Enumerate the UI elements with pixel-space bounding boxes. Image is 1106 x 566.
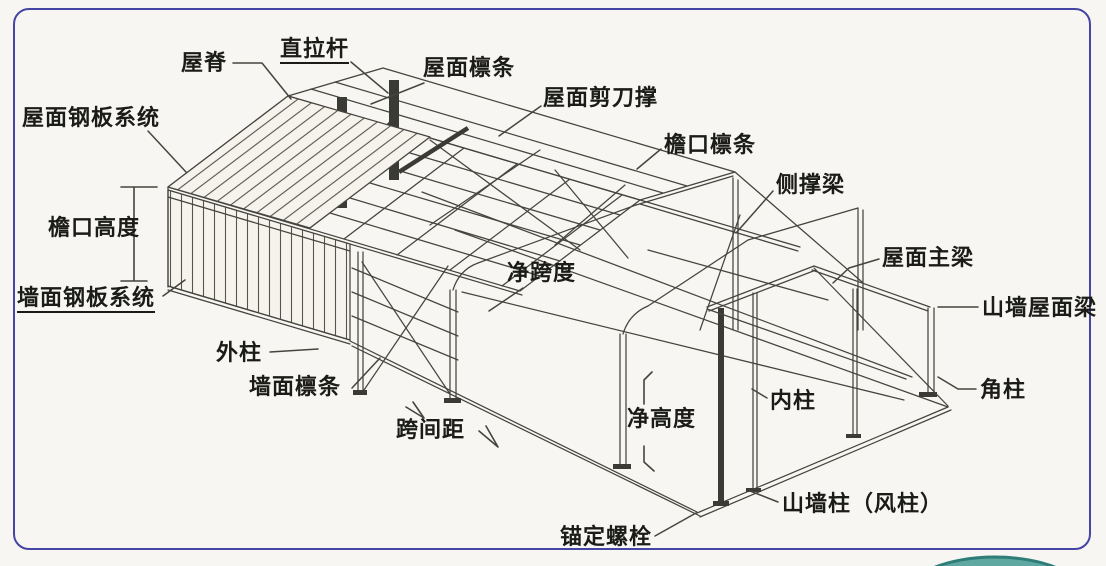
teal-ellipse-decoration: [933, 555, 1057, 566]
label-eave-height: 檐口高度: [48, 215, 141, 240]
wall-frame: [351, 251, 459, 395]
wall-cladding: [167, 186, 351, 341]
label-straight-tie-rod: 直拉杆: [280, 36, 350, 65]
label-gable-wind-column: 山墙柱（风柱）: [782, 491, 944, 516]
label-roof-purlin: 屋面檩条: [423, 55, 516, 80]
panel-border: [13, 8, 1091, 550]
label-outer-column: 外柱: [216, 340, 263, 365]
label-corner-column: 角柱: [980, 377, 1027, 402]
dimension-markers: [120, 186, 655, 472]
label-roof-sheet-system: 屋面钢板系统: [22, 105, 161, 130]
label-wall-purlin: 墙面檩条: [249, 374, 342, 399]
label-gable-roof-beam: 山墙屋面梁: [982, 295, 1098, 320]
label-eave-purlin: 檐口檩条: [664, 132, 757, 157]
leader-lines: [147, 61, 979, 537]
label-inner-column: 内柱: [770, 388, 817, 413]
label-side-support-beam: 侧撑梁: [776, 172, 846, 197]
label-roof-ridge: 屋脊: [181, 50, 228, 75]
label-clear-span: 净跨度: [507, 260, 577, 285]
label-bay-spacing: 跨间距: [396, 417, 466, 442]
floor-lines: [167, 191, 952, 518]
roof-cladding: [167, 95, 431, 229]
label-roof-scissor-brace: 屋面剪刀撑: [543, 85, 659, 110]
label-roof-main-beam: 屋面主梁: [882, 245, 975, 270]
gable-frame: [706, 265, 949, 506]
label-anchor-bolt: 锚定螺栓: [560, 524, 653, 549]
portal-frames: [444, 175, 864, 469]
label-clear-height: 净高度: [627, 406, 697, 431]
label-wall-sheet-system: 墙面钢板系统: [17, 285, 156, 314]
